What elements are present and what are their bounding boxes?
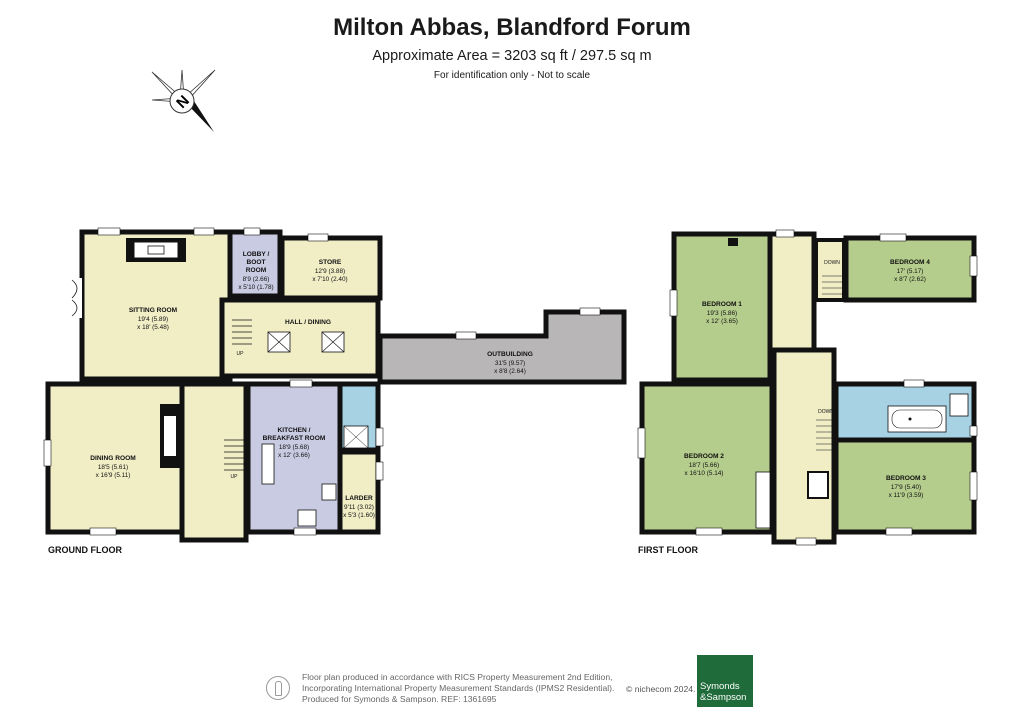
room-bedroom-4 (843, 235, 977, 303)
outbuilding-dim-1: 31'5 (9.57) (495, 360, 525, 367)
bedroom-2-dim-2: x 16'10 (5.14) (685, 470, 724, 477)
first-floor (637, 229, 978, 546)
larder-label: LARDER (345, 495, 373, 502)
room-hallway (179, 381, 249, 543)
bedroom-4-label: BEDROOM 4 (890, 259, 930, 266)
store-label: STORE (319, 259, 342, 266)
footer-line-1: Floor plan produced in accordance with R… (302, 672, 613, 682)
room-bedroom-3 (833, 437, 977, 535)
room-landing (771, 347, 837, 545)
bedroom-2-label: BEDROOM 2 (684, 453, 724, 460)
outbuilding-label: OUTBUILDING (487, 351, 533, 358)
copyright: © nichecom 2024. (626, 684, 696, 694)
outbuilding-dim-2: x 8'8 (2.64) (494, 368, 526, 375)
person-icon (266, 676, 290, 700)
brand-logo: Symonds &Sampson (697, 655, 753, 707)
plan-title: Milton Abbas, Blandford Forum (333, 14, 691, 41)
sitting-room-label: SITTING ROOM (129, 307, 178, 314)
room-larder (337, 449, 381, 535)
ground-floor-label: GROUND FLOOR (48, 545, 122, 555)
dining-room-label: DINING ROOM (90, 455, 136, 462)
sitting-room-dim-1: 19'4 (5.89) (138, 316, 168, 323)
lobby-dim-2: x 5'10 (1.78) (238, 284, 273, 291)
store-dim-2: x 7'10 (2.40) (312, 276, 347, 283)
footer-line-2: Incorporating International Property Mea… (302, 683, 615, 693)
footer-text: Floor plan produced in accordance with R… (302, 672, 614, 705)
bedroom-1-dim-1: 19'3 (5.86) (707, 310, 737, 317)
lobby-dim-1: 8'9 (2.66) (243, 276, 270, 283)
bedroom-3-dim-2: x 11'9 (3.59) (889, 492, 924, 499)
plan-disclaimer: For identification only - Not to scale (433, 70, 591, 81)
first-stair-down-label-2: DOWN (818, 409, 834, 415)
brand-line-2: &Sampson (700, 692, 747, 703)
brand-line-1: Symonds (700, 681, 740, 692)
first-stair-down-label-1: DOWN (824, 260, 840, 266)
store-dim-1: 12'9 (3.88) (315, 268, 345, 275)
hall-label: HALL / DINING (285, 319, 331, 326)
first-floor-label: FIRST FLOOR (638, 545, 698, 555)
bedroom-3-dim-1: 17'9 (5.40) (891, 484, 921, 491)
larder-dim-2: x 5'3 (1.60) (343, 512, 375, 519)
room-bedroom-1 (671, 231, 773, 383)
ground-stair-up-label-1: UP (237, 351, 245, 357)
bedroom-1-label: BEDROOM 1 (702, 301, 742, 308)
room-landing-upper (767, 231, 817, 353)
kitchen-label-1: KITCHEN / (278, 427, 311, 434)
ground-floor (43, 227, 627, 543)
lobby-label-2: BOOT (246, 259, 265, 266)
kitchen-label-2: BREAKFAST ROOM (263, 435, 326, 442)
larder-dim-1: 9'11 (3.02) (344, 504, 374, 511)
bedroom-1-dim-2: x 12' (3.65) (706, 318, 738, 325)
kitchen-dim-2: x 12' (3.66) (278, 452, 310, 459)
lobby-label-3: ROOM (246, 267, 267, 274)
dining-room-dim-1: 18'5 (5.61) (98, 464, 128, 471)
dining-room-dim-2: x 16'9 (5.11) (96, 472, 131, 479)
bedroom-4-dim-1: 17' (5.17) (897, 268, 924, 275)
bedroom-4-dim-2: x 8'7 (2.62) (894, 276, 926, 283)
bedroom-2-dim-1: 18'7 (5.66) (689, 462, 719, 469)
lobby-label-1: LOBBY / (243, 251, 270, 258)
sitting-room-dim-2: x 18' (5.48) (137, 324, 169, 331)
ground-stair-up-label-2: UP (231, 474, 239, 480)
footer-line-3: Produced for Symonds & Sampson. REF: 136… (302, 694, 497, 704)
kitchen-dim-1: 18'9 (5.68) (279, 444, 309, 451)
bedroom-3-label: BEDROOM 3 (886, 475, 926, 482)
plan-area: Approximate Area = 3203 sq ft / 297.5 sq… (372, 48, 652, 64)
compass-icon: N (151, 69, 216, 132)
